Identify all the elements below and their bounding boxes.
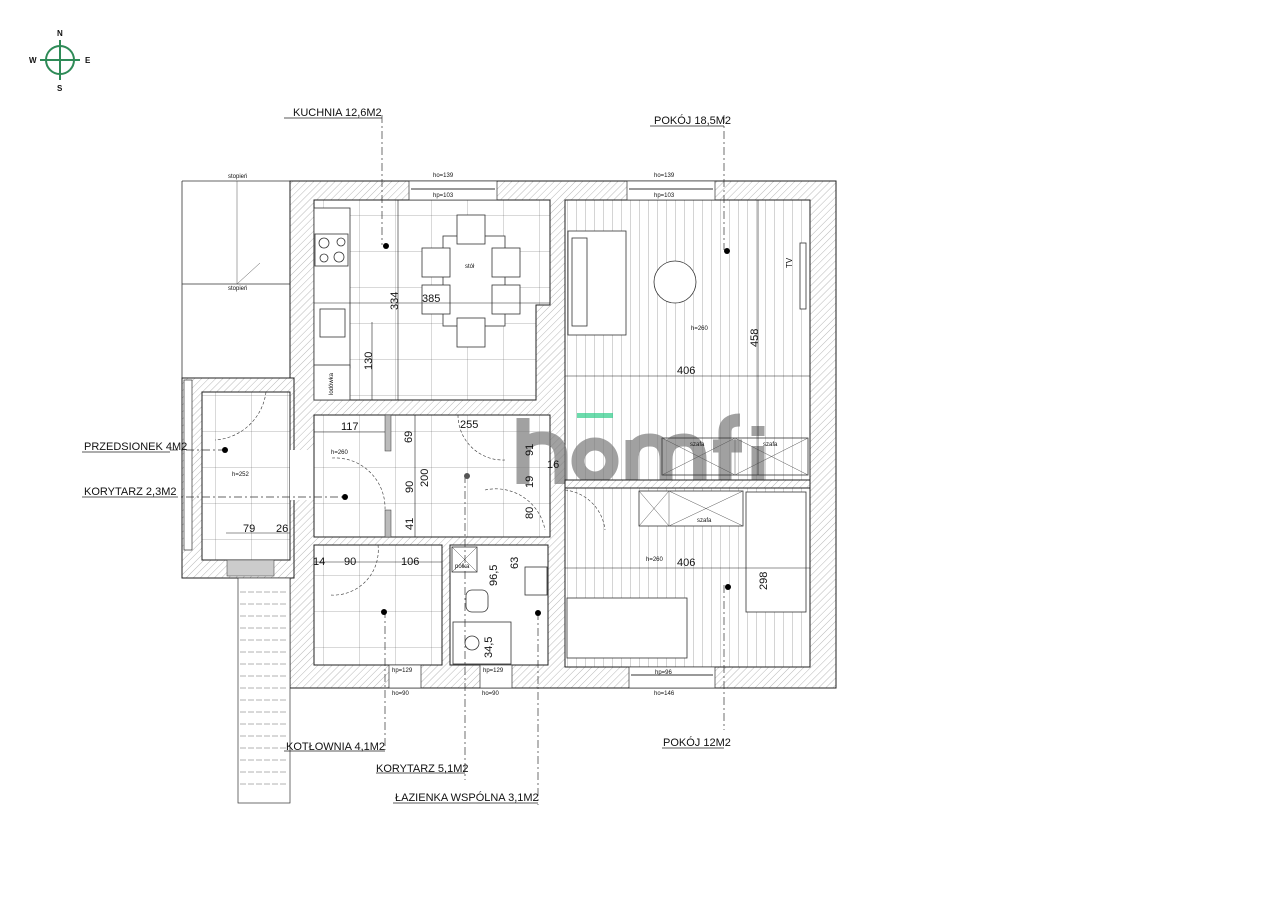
wardrobe-label: szafa [690, 442, 705, 448]
tv-label: TV [785, 257, 794, 268]
dimension-label: 79 [243, 523, 255, 535]
label-pokoj-small: POKÓJ 12M2 [663, 736, 731, 749]
dimension-label: 69 [403, 431, 415, 443]
dimension-label: 458 [749, 329, 761, 347]
window-label: ho=139 [433, 173, 454, 179]
windows [183, 180, 716, 689]
doors [214, 391, 606, 596]
compass-icon: N S E W [29, 29, 91, 93]
dimension-label: 26 [276, 523, 288, 535]
dimension-label: 255 [460, 419, 478, 431]
compass-north: N [57, 29, 63, 38]
height-label: h=260 [691, 326, 709, 332]
partition-wall [384, 509, 392, 538]
homfi-watermark-logo [516, 413, 765, 485]
dimension-label: 41 [404, 518, 416, 530]
dimension-label: 385 [422, 293, 440, 305]
compass-west: W [29, 56, 37, 65]
dimension-label: 16 [547, 459, 559, 471]
window-label: ho=139 [654, 173, 675, 179]
outside-stairs [226, 559, 291, 804]
dimension-label: 298 [758, 572, 770, 590]
window-label: hp=96 [655, 670, 673, 676]
kitchen-counter: lodówka [313, 207, 351, 401]
sofa-back [571, 237, 588, 327]
wardrobe-living: szafa szafa [661, 437, 809, 476]
shelf-label: półka [455, 564, 470, 570]
dimension-label: 406 [677, 557, 695, 569]
dimension-label: 117 [341, 421, 359, 433]
window-label: hp=129 [483, 668, 504, 674]
height-label: h=252 [232, 472, 250, 478]
room-korytarz [313, 414, 551, 538]
room-korytarz-2 [290, 450, 314, 500]
inner-wall [564, 479, 811, 489]
dimension-label: 19 [524, 476, 536, 488]
compass-south: S [57, 84, 63, 93]
sink-icon [319, 308, 346, 338]
step-label: stopień [228, 174, 247, 180]
dimension-label: 91 [524, 444, 536, 456]
compass-east: E [85, 56, 91, 65]
bed [566, 597, 688, 659]
drain-icon [464, 635, 480, 651]
height-label: h=260 [331, 450, 349, 456]
dimension-lines [226, 200, 810, 569]
dimension-label: 334 [389, 292, 401, 310]
step-label: stopień [228, 286, 247, 292]
dimension-label: 63 [509, 557, 521, 569]
window-label: ho=90 [392, 691, 410, 697]
label-korytarz-large: KORYTARZ 5,1M2 [376, 763, 469, 775]
wardrobe-label: szafa [697, 518, 712, 524]
label-lazienka: ŁAZIENKA WSPÓLNA 3,1M2 [395, 791, 539, 804]
partition-wall [384, 414, 392, 452]
label-kuchnia: KUCHNIA 12,6M2 [293, 107, 382, 119]
dimension-label: 90 [404, 481, 416, 493]
fridge-label: lodówka [329, 372, 335, 395]
window-label: ho=146 [654, 691, 675, 697]
window-label: hp=103 [433, 193, 454, 199]
label-pokoj-large: POKÓJ 18,5M2 [654, 114, 731, 127]
toilet-icon [465, 589, 489, 613]
bed [745, 491, 807, 613]
reference-lines [82, 115, 731, 805]
dimension-label: 80 [524, 507, 536, 519]
shower-tray [452, 621, 512, 665]
dimension-label: 200 [419, 469, 431, 487]
room-przedsionek [201, 391, 291, 561]
wardrobe-bedroom: szafa [638, 490, 744, 527]
tv [799, 242, 807, 310]
dimension-label: 106 [401, 556, 419, 568]
label-kotlownia: KOTŁOWNIA 4,1M2 [286, 741, 385, 753]
label-korytarz-small: KORYTARZ 2,3M2 [84, 486, 177, 498]
window-label: ho=90 [482, 691, 500, 697]
height-label: h=260 [646, 557, 664, 563]
dimension-label: 406 [677, 365, 695, 377]
round-table [653, 260, 697, 304]
label-przedsionek: PRZEDSIONEK 4M2 [84, 441, 187, 453]
room-kotlownia [313, 544, 443, 666]
window-label: hp=129 [392, 668, 413, 674]
dimension-label: 14 [313, 556, 325, 568]
table-label: stół [465, 264, 475, 270]
window-label: hp=103 [654, 193, 675, 199]
wardrobe-label: szafa [763, 442, 778, 448]
dining-table: stół [421, 214, 521, 348]
dimension-label: 96,5 [488, 565, 500, 586]
washbasin-icon [524, 566, 548, 596]
dimension-label: 90 [344, 556, 356, 568]
dimension-label: 34,5 [483, 637, 495, 658]
fridge [313, 364, 351, 401]
dimension-label: 130 [363, 352, 375, 370]
